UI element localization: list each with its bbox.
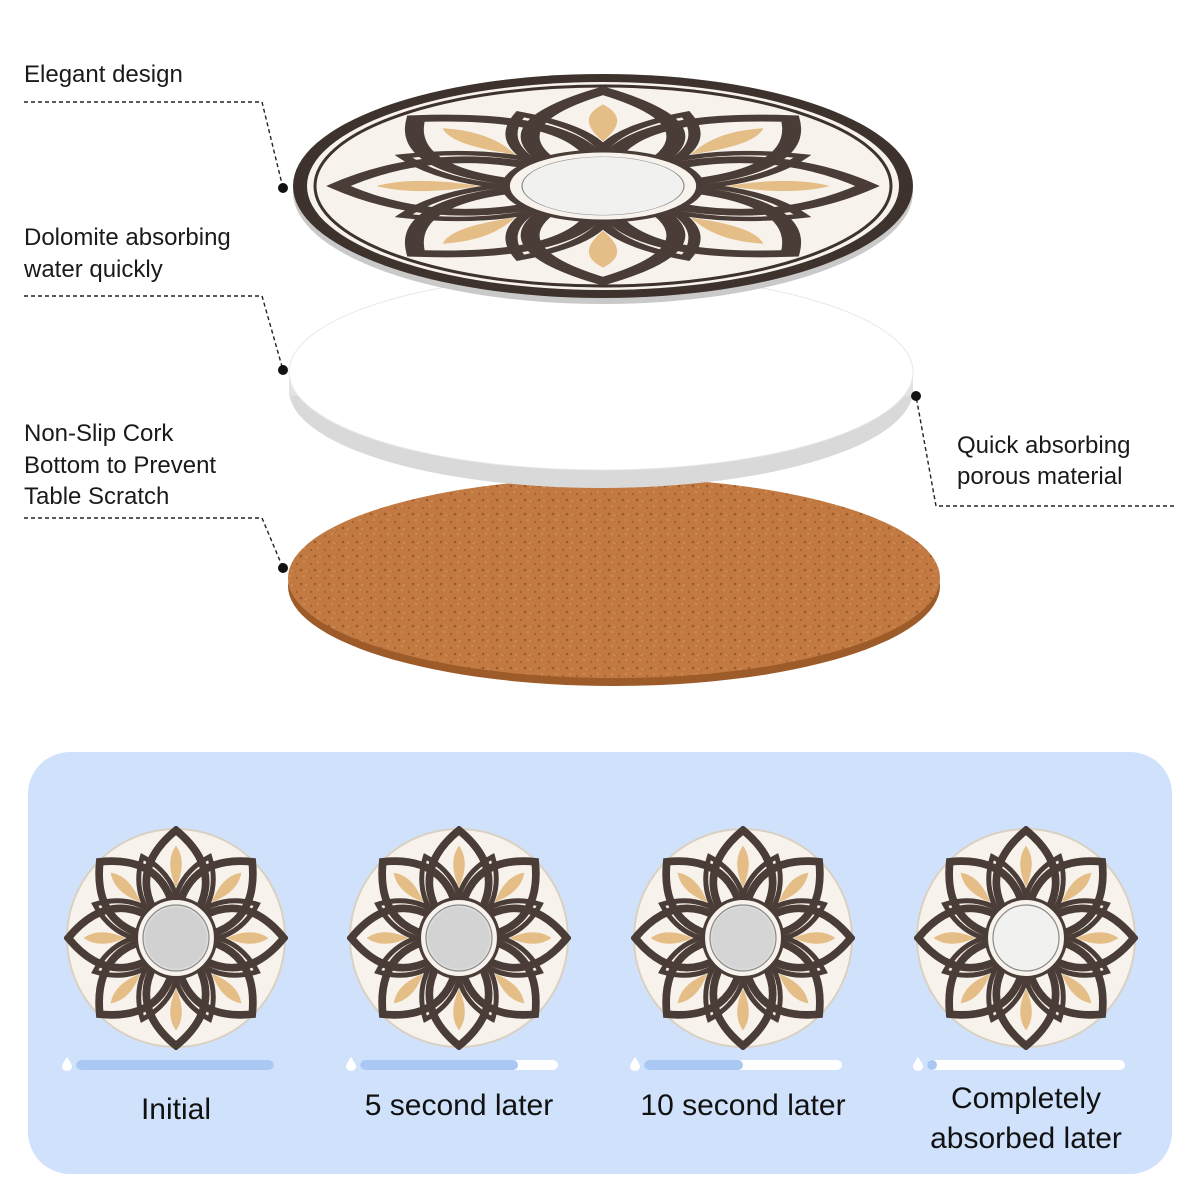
- progress-5-seconds: [346, 1056, 558, 1072]
- label-porous-line2: porous material: [957, 463, 1123, 490]
- water-drop-icon: [630, 1057, 640, 1071]
- cork-layer: [288, 478, 940, 686]
- label-elegant-design: Elegant design: [24, 61, 183, 88]
- top-pattern-layer: [293, 74, 913, 304]
- leader-lines: [24, 101, 1174, 569]
- progress-initial: [62, 1056, 274, 1072]
- label-cork-line1: Non-Slip Cork: [24, 420, 174, 447]
- label-cork-line2: Bottom to Prevent: [24, 452, 217, 479]
- label-dolomite-line1: Dolomite absorbing: [24, 224, 231, 251]
- progress-absorbed: [913, 1056, 1125, 1072]
- water-level-fill: [644, 1060, 743, 1070]
- caption-absorbed-line1: Completely: [950, 1082, 1102, 1115]
- water-drop-icon: [346, 1057, 356, 1071]
- label-cork-line3: Table Scratch: [24, 483, 170, 510]
- coaster-initial: [64, 826, 288, 1050]
- coaster-10-seconds: [631, 826, 855, 1050]
- label-porous-line1: Quick absorbing: [957, 432, 1131, 459]
- caption-10-seconds: 10 second later: [640, 1089, 846, 1122]
- water-level-fill: [76, 1060, 274, 1070]
- progress-10-seconds: [630, 1056, 842, 1072]
- coaster-absorbed: [914, 826, 1138, 1050]
- caption-5-seconds: 5 second later: [364, 1089, 554, 1122]
- layer-diagram: [24, 74, 1174, 686]
- caption-absorbed-line2: absorbed later: [930, 1122, 1122, 1155]
- label-dolomite-line2: water quickly: [24, 256, 163, 283]
- leader-dots: [278, 183, 921, 573]
- water-drop-icon: [62, 1057, 72, 1071]
- coaster-5-seconds: [347, 826, 571, 1050]
- dolomite-layer: [288, 273, 914, 488]
- water-drop-icon: [913, 1057, 923, 1071]
- water-level-fill: [927, 1060, 937, 1070]
- caption-initial: Initial: [140, 1093, 212, 1126]
- water-level-fill: [360, 1060, 519, 1070]
